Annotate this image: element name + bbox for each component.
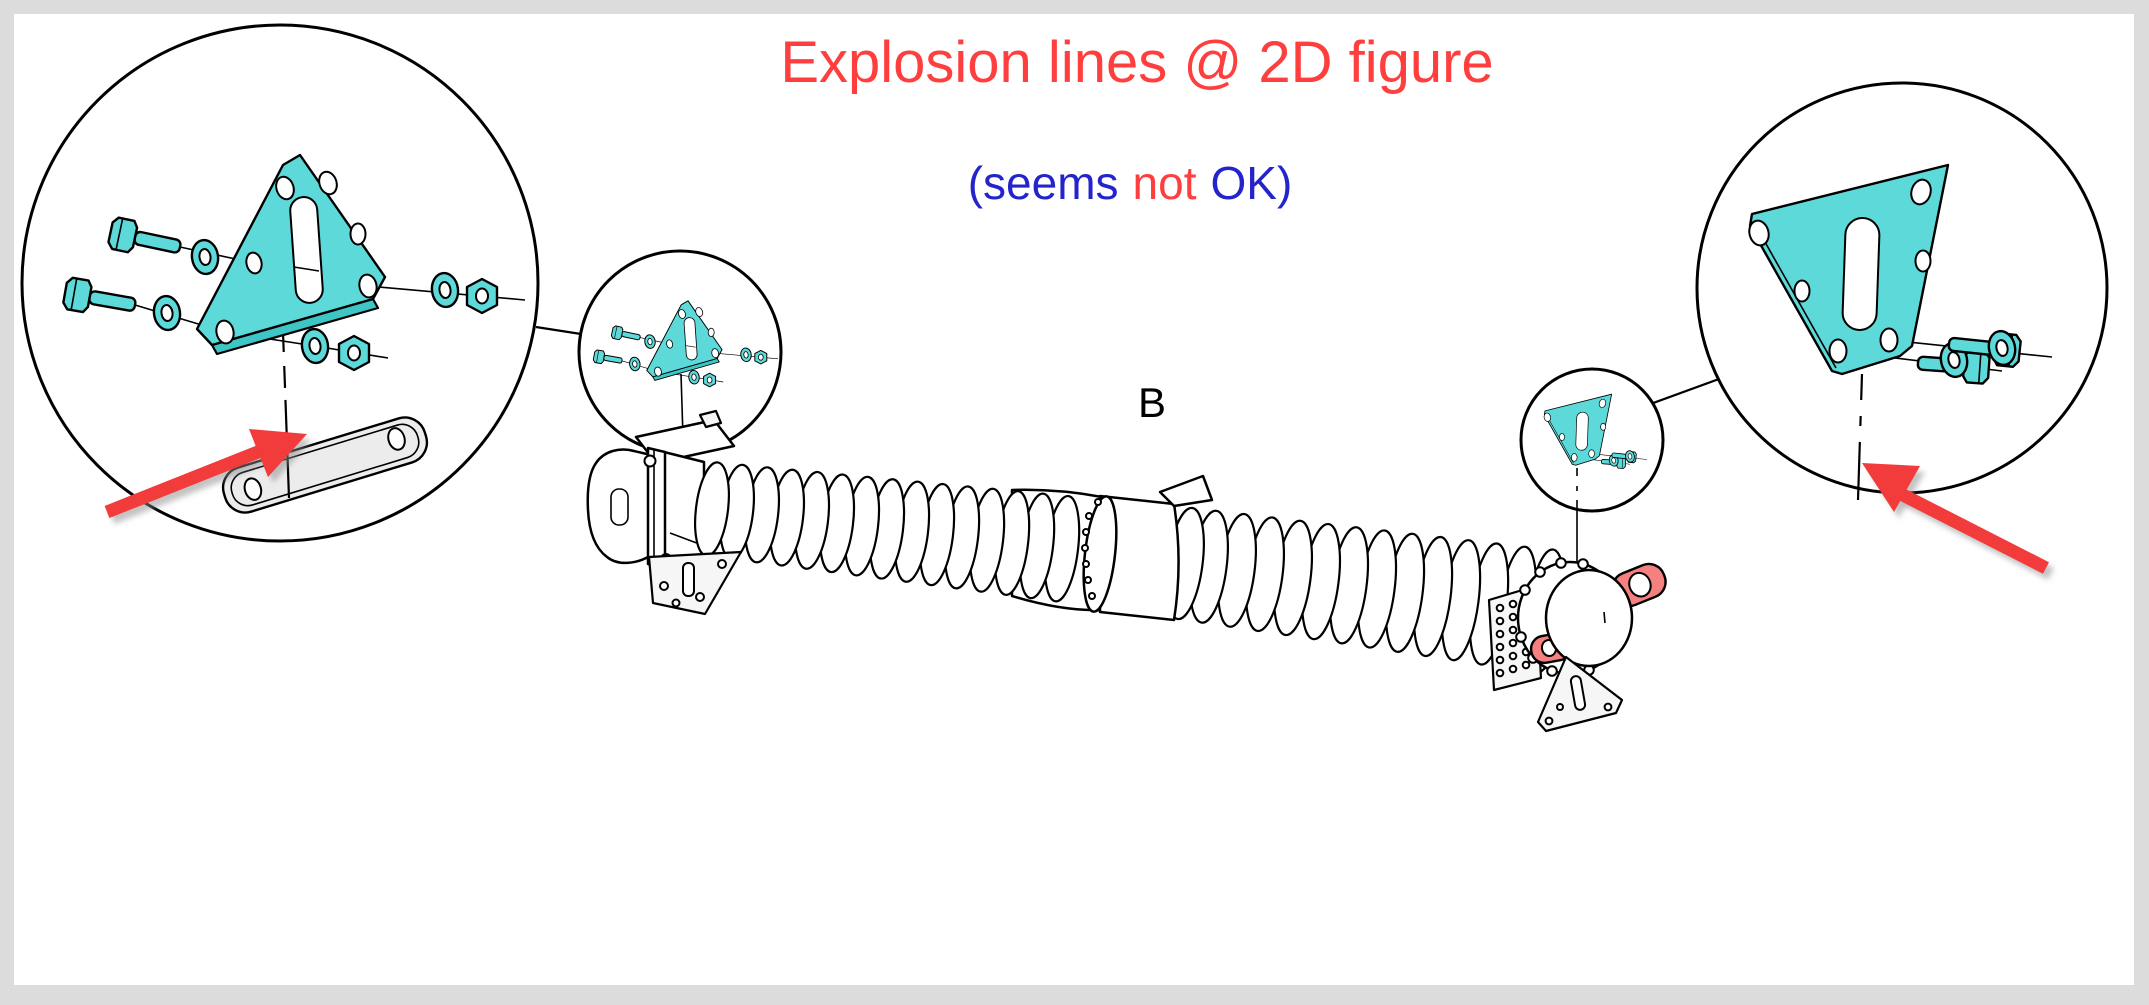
left-detail-callout [20,23,540,543]
explosion-line-dashed-right [1856,373,1864,501]
end-dome [1544,568,1634,668]
explosion-line-dashed-left [281,331,291,499]
left-end-cap [586,448,653,565]
right-end-assembly [1487,557,1667,733]
left-end-assembly [586,446,743,616]
red-arrow-left [104,429,312,525]
subtitle-ok: OK) [1210,157,1292,209]
tube-collar [1081,474,1214,622]
red-arrow-right [1862,463,2054,580]
bellows-tube-assembly [586,409,1667,733]
callout-connector-left [535,325,582,336]
left-mini-callout [577,249,783,455]
subtitle-open: (seems [968,157,1119,209]
right-mini-callout [1519,367,1665,569]
support-bracket-right [1536,655,1624,733]
collar-fin [1158,474,1214,508]
mounting-plate [221,416,429,514]
section-label-b: B [1138,379,1166,426]
subtitle-not: not [1133,157,1197,209]
callout-connector-right [1644,377,1720,408]
figure-title: Explosion lines @ 2D figure [780,30,1493,95]
bellows-ring-set-left [694,461,1081,603]
support-bracket-left [647,550,743,616]
